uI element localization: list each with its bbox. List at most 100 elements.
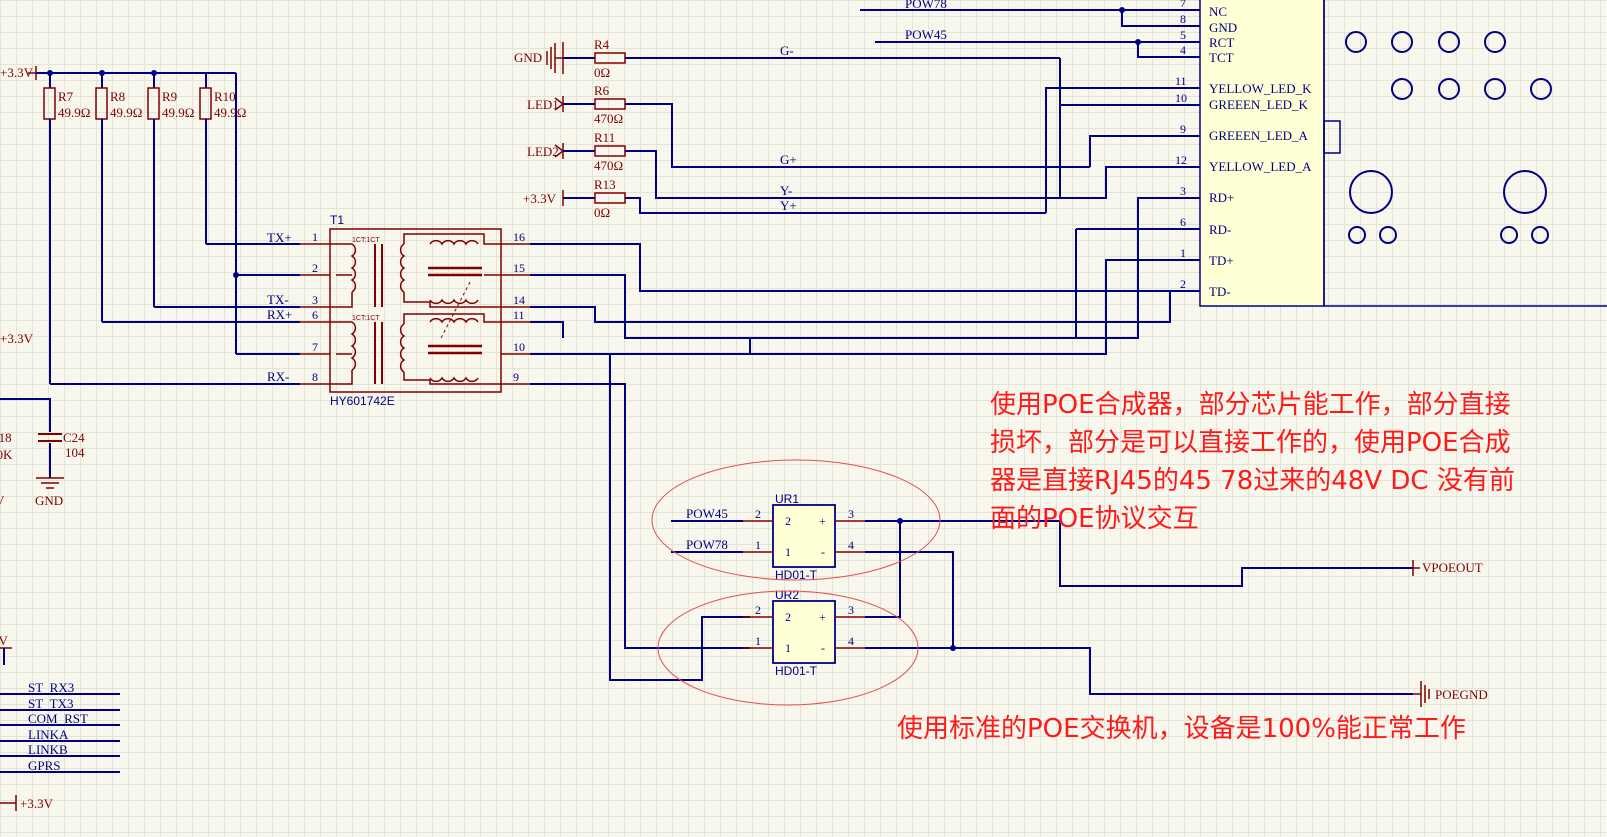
- ur1-pin-3: 3: [848, 507, 854, 521]
- rj45-pin-td-plus: TD+: [1209, 253, 1234, 268]
- r7-value: 49.9Ω: [58, 105, 90, 120]
- ur2-highlight-ellipse: [657, 590, 919, 706]
- r9-ref: R9: [162, 89, 177, 104]
- bridge-ur2: UR2 2 1 + - HD01-T 2 1 3 4: [743, 588, 865, 678]
- bridge-ur1: UR1 2 1 + - HD01-T 2 1 3 4 POW45 POW78: [671, 492, 865, 582]
- ur1-pin-1: 1: [755, 538, 761, 552]
- rj45-pin-9: 9: [1180, 122, 1186, 136]
- net-st-rx3: ST_RX3: [28, 680, 74, 695]
- t1-pin-3: 3: [312, 293, 318, 307]
- t1-ref: T1: [330, 213, 344, 227]
- rj45-connector: 7 NC 8 GND 5 RCT 4 TCT 11 YELLOW_LED_K 1…: [1170, 0, 1607, 307]
- ur2-inner-minus: -: [821, 641, 825, 655]
- led2-port-label: LED2: [527, 144, 559, 159]
- annotation-main-line-2: 损坏，部分是可以直接工作的，使用POE合成: [990, 428, 1511, 458]
- r10-value: 49.9Ω: [214, 105, 246, 120]
- ur2-ref: UR2: [775, 588, 799, 602]
- net-pow45-top: POW45: [905, 27, 947, 42]
- rj45-pin-6: 6: [1180, 215, 1186, 229]
- rj45-pin-green-led-a: GREEEN_LED_A: [1209, 128, 1309, 143]
- ur2-pin-4: 4: [848, 634, 854, 648]
- r18-ref: R18: [0, 430, 12, 445]
- c24-value: 104: [65, 445, 85, 460]
- t1-ratio-2: 1CT:1CT: [352, 315, 380, 322]
- annotation-bottom: 使用标准的POE交换机，设备是100%能正常工作: [897, 714, 1466, 744]
- net-linka: LINKA: [28, 727, 69, 742]
- rj45-pin-1: 1: [1180, 246, 1186, 260]
- ur1-part: HD01-T: [775, 568, 818, 582]
- r6-value: 470Ω: [594, 111, 623, 126]
- ur2-part: HD01-T: [775, 664, 818, 678]
- rj45-pin-rct: RCT: [1209, 35, 1234, 50]
- signal-routing: [530, 197, 1171, 681]
- net-tx-minus: TX-: [267, 292, 289, 307]
- ur1-inner-1: 1: [785, 545, 791, 559]
- net-rx-plus: RX+: [267, 307, 292, 322]
- pow-nets-top: POW78 POW45: [860, 0, 1170, 58]
- rj45-pin-green-led-k: GREEEN_LED_K: [1209, 97, 1309, 112]
- ur1-inner-2: 2: [785, 514, 791, 528]
- rj45-pin-4: 4: [1180, 43, 1186, 57]
- r8-ref: R8: [110, 89, 125, 104]
- net-gprs: GPRS: [28, 758, 61, 773]
- v33-label-mid: +3.3V: [0, 331, 34, 346]
- t1-pin-16: 16: [513, 230, 525, 244]
- net-g-minus: G-: [780, 43, 794, 58]
- rj45-pin-7: 7: [1180, 0, 1186, 10]
- rj45-pin-11: 11: [1175, 74, 1187, 88]
- ur1-inner-plus: +: [819, 514, 826, 528]
- t1-pin-7: 7: [312, 340, 318, 354]
- ur2-inner-2: 2: [785, 610, 791, 624]
- t1-pin-1: 1: [312, 230, 318, 244]
- net-y-plus: Y+: [780, 198, 797, 213]
- gnd-label-bottom: GND: [35, 493, 63, 508]
- ur1-net-pow45: POW45: [686, 506, 728, 521]
- net-y-minus: Y-: [780, 183, 792, 198]
- rj45-holes-icon: [1345, 31, 1552, 244]
- annotation-main: 使用POE合成器，部分芯片能工作，部分直接 损坏，部分是可以直接工作的，使用PO…: [990, 386, 1515, 538]
- r13-ref: R13: [594, 177, 616, 192]
- ur2-inner-1: 1: [785, 641, 791, 655]
- rj45-pin-nc: NC: [1209, 4, 1227, 19]
- ur1-inner-minus: -: [821, 545, 825, 559]
- annotation-main-line-3: 器是直接RJ45的45 78过来的48V DC 没有前: [990, 466, 1515, 496]
- gnd-port-label: GND: [514, 50, 542, 65]
- left-resistor-network: +3.3V R7 49.9Ω R8 49.9Ω R9 49.9Ω R10 49.…: [0, 65, 300, 385]
- t1-pin-6: 6: [312, 308, 318, 322]
- rj45-pin-tct: TCT: [1209, 50, 1234, 65]
- net-linkb: LINKB: [28, 742, 68, 757]
- v33-port-label: +3.3V: [523, 191, 557, 206]
- ur2-inner-plus: +: [819, 610, 826, 624]
- v33-label-bottom: +3.3V: [20, 796, 54, 811]
- r10-ref: R10: [214, 89, 236, 104]
- ur2-pin-1: 1: [755, 634, 761, 648]
- rj45-pin-2: 2: [1180, 277, 1186, 291]
- annotation-main-line-4: 面的POE协议交互: [990, 504, 1199, 534]
- transformer-t1: T1 HY601742E 1CT:1CT 1CT:1CT 1 2 3 6 7 8…: [267, 213, 530, 408]
- r6-ref: R6: [594, 83, 610, 98]
- rj45-pin-12: 12: [1175, 153, 1187, 167]
- net-g-plus: G+: [780, 152, 797, 167]
- r18-value: 10K: [0, 447, 13, 462]
- ur1-net-pow78: POW78: [686, 537, 728, 552]
- t1-pin-9: 9: [513, 370, 519, 384]
- rj45-pin-3: 3: [1180, 184, 1186, 198]
- rj45-pin-yellow-led-k: YELLOW_LED_K: [1209, 81, 1312, 96]
- ur1-pin-4: 4: [848, 538, 854, 552]
- rj45-pin-rd-minus: RD-: [1209, 222, 1231, 237]
- rj45-pin-8: 8: [1180, 12, 1186, 26]
- t1-pin-14: 14: [513, 293, 525, 307]
- annotation-main-line-1: 使用POE合成器，部分芯片能工作，部分直接: [990, 390, 1511, 420]
- t1-pin-15: 15: [513, 261, 525, 275]
- r13-value: 0Ω: [594, 205, 610, 220]
- rj45-pin-10: 10: [1175, 91, 1187, 105]
- led-resistors: GND R4 0Ω G- LED1 R6 470Ω G+ LED2 R11 47…: [514, 37, 1170, 220]
- r4-value: 0Ω: [594, 65, 610, 80]
- v33-label-top: +3.3V: [0, 65, 34, 80]
- rj45-pin-gnd: GND: [1209, 20, 1237, 35]
- r11-value: 470Ω: [594, 158, 623, 173]
- t1-left-pins: 1 2 3 6 7 8 TX+ TX- RX+ RX-: [267, 230, 330, 385]
- r4-ref: R4: [594, 37, 610, 52]
- t1-ratio-1: 1CT:1CT: [352, 237, 380, 244]
